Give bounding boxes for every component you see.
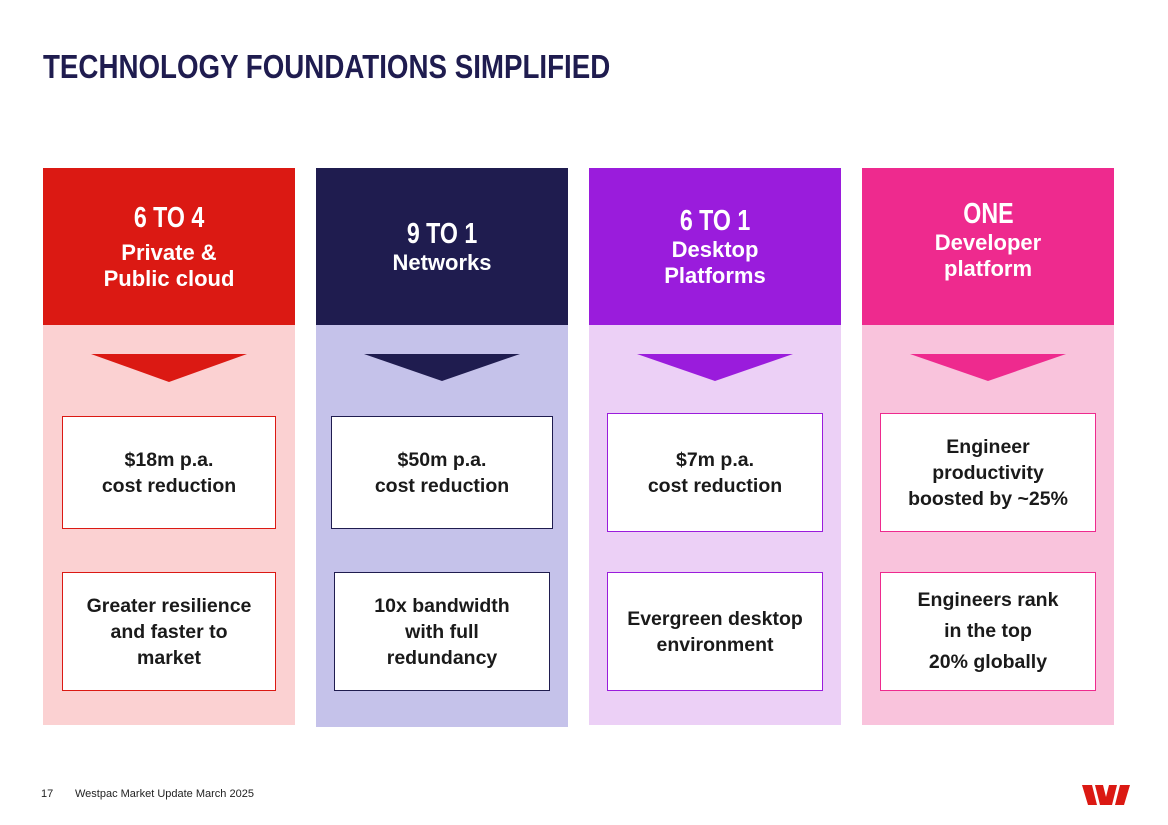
column-body: $18m p.a. cost reduction Greater resilie…: [43, 325, 295, 725]
box-line: cost reduction: [101, 474, 237, 497]
down-arrow-icon: [637, 354, 793, 381]
box-line: $18m p.a.: [124, 448, 214, 471]
box-line: market: [137, 646, 201, 669]
page-title: TECHNOLOGY FOUNDATIONS SIMPLIFIED: [43, 48, 611, 85]
box-line: with full: [405, 620, 479, 643]
box-line: environment: [656, 633, 774, 656]
box-line: Greater resilience: [86, 594, 252, 617]
column-header: 6 TO 4 Private & Public cloud: [43, 168, 295, 325]
westpac-w-logo-icon: [1082, 785, 1130, 805]
column-subtitle-line2: Platforms: [664, 262, 766, 288]
column-headline: 6 TO 1: [679, 204, 751, 237]
box-line: boosted by ~25%: [908, 487, 1068, 510]
column-subtitle-line1: Private &: [121, 239, 217, 265]
down-arrow-icon: [91, 354, 247, 382]
column-body: $7m p.a. cost reduction Evergreen deskto…: [589, 325, 841, 725]
box-line: and faster to: [110, 620, 228, 643]
column-body: $50m p.a. cost reduction 10x bandwidth w…: [316, 325, 568, 727]
box-line: productivity: [932, 461, 1044, 484]
column-body: Engineer productivity boosted by ~25% En…: [862, 325, 1114, 725]
savings-box: $50m p.a. cost reduction: [331, 416, 553, 529]
box-line: in the top: [944, 620, 1032, 642]
column-header: 9 TO 1 Networks: [316, 168, 568, 325]
benefit-box: Engineers rank in the top 20% globally: [880, 572, 1096, 691]
down-arrow-icon: [910, 354, 1066, 381]
down-arrow-icon: [364, 354, 520, 381]
column-subtitle-line1: Desktop: [671, 236, 759, 262]
box-line: $7m p.a.: [675, 448, 755, 471]
column-headline: 6 TO 4: [133, 201, 205, 234]
box-line: 10x bandwidth: [374, 594, 510, 617]
savings-box: Engineer productivity boosted by ~25%: [880, 413, 1096, 532]
column-headline: ONE: [962, 198, 1014, 230]
box-line: Engineer: [946, 435, 1030, 458]
column-headline: 9 TO 1: [406, 217, 478, 250]
column-subtitle-line1: Developer: [934, 230, 1042, 255]
column-subtitle-line2: platform: [944, 256, 1032, 281]
benefit-box: 10x bandwidth with full redundancy: [334, 572, 550, 691]
box-line: $50m p.a.: [397, 448, 487, 471]
column-header: ONE Developer platform: [862, 168, 1114, 325]
savings-box: $7m p.a. cost reduction: [607, 413, 823, 532]
column-header: 6 TO 1 Desktop Platforms: [589, 168, 841, 325]
benefit-box: Evergreen desktop environment: [607, 572, 823, 691]
footer-text: Westpac Market Update March 2025: [75, 788, 254, 800]
box-line: cost reduction: [374, 474, 510, 497]
benefit-box: Greater resilience and faster to market: [62, 572, 276, 691]
column-subtitle-line1: Networks: [392, 249, 492, 275]
box-line: Evergreen desktop: [627, 607, 803, 630]
page-number: 17: [41, 788, 54, 800]
box-line: redundancy: [386, 646, 498, 669]
column-subtitle-line2: Public cloud: [103, 265, 235, 291]
box-line: 20% globally: [928, 651, 1048, 673]
box-line: Engineers rank: [917, 589, 1059, 611]
savings-box: $18m p.a. cost reduction: [62, 416, 276, 529]
box-line: cost reduction: [647, 474, 783, 497]
